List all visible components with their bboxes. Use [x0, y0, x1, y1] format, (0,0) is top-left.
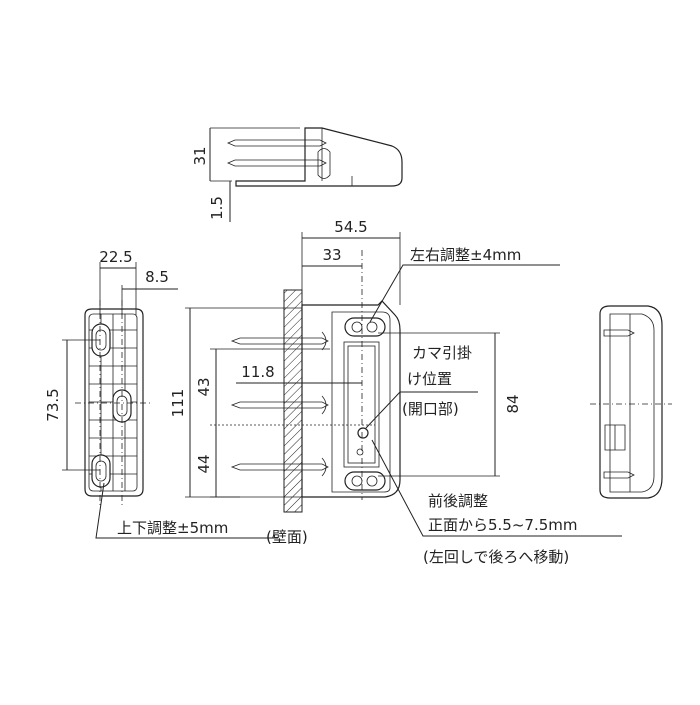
latch-label-1: カマ引掛	[412, 344, 472, 362]
lower-slot	[91, 454, 111, 488]
dim-111-text: 111	[169, 389, 187, 418]
dim-44-text: 44	[195, 454, 213, 473]
top-view: 31 1.5	[191, 127, 403, 222]
latch-leader	[365, 391, 478, 429]
latch-label-3: (開口部)	[402, 400, 459, 418]
top-screw-2	[226, 159, 327, 167]
dim-84-text: 84	[504, 394, 522, 413]
dim-31-text: 31	[191, 146, 209, 165]
depth-label-2: 正面から5.5~7.5mm	[428, 516, 578, 534]
right-view-detail	[604, 424, 626, 451]
dim-43-text: 43	[195, 377, 213, 396]
lateral-adjust-leader	[369, 264, 560, 323]
side-view-body	[301, 300, 401, 498]
vertical-adjust-label: 上下調整±5mm	[117, 519, 228, 537]
dim-73-5-text: 73.5	[44, 388, 62, 421]
top-screw-a	[351, 321, 363, 333]
wall-section	[283, 289, 303, 513]
depth-adjuster	[357, 427, 369, 439]
dim-54-5-text: 54.5	[334, 218, 367, 236]
side-view-plate	[331, 311, 391, 493]
bottom-screw-b	[366, 475, 378, 487]
dim-8-5-text: 8.5	[145, 268, 169, 286]
opening-inner	[347, 345, 376, 464]
dim-33-text: 33	[322, 246, 341, 264]
bottom-adjust-slot	[344, 471, 386, 491]
depth-label-3: (左回しで後ろへ移動)	[423, 548, 569, 566]
right-view-inner	[609, 313, 655, 493]
opening-frame	[343, 341, 380, 468]
side-view: 54.5 33 111 43 44 11.8 84 左右調整±4mm カマ引掛 …	[169, 218, 622, 566]
dim-1-5-text: 1.5	[208, 196, 226, 220]
latch-label-2: け位置	[407, 370, 452, 388]
dim-11-8-text: 11.8	[241, 363, 274, 381]
top-view-body	[235, 127, 403, 187]
dim-22-5-text: 22.5	[99, 248, 132, 266]
side-screws	[230, 331, 329, 477]
vertical-adjust-leader	[95, 482, 278, 539]
top-screw-1	[226, 139, 327, 147]
right-screw-bottom	[603, 471, 635, 479]
right-view	[590, 305, 672, 499]
lateral-adjust-label: 左右調整±4mm	[410, 246, 521, 264]
adjuster-pin	[356, 448, 364, 456]
top-screw-b	[366, 321, 378, 333]
wall-label: (壁面)	[266, 528, 308, 546]
front-view: 22.5 8.5 73.5 上下調整±5mm (壁面)	[44, 248, 308, 546]
lower-slot-inner	[95, 460, 107, 482]
depth-adjust-leader	[371, 439, 622, 537]
right-screw-top	[603, 329, 635, 337]
top-screw-head	[317, 148, 331, 179]
depth-label-1: 前後調整	[428, 492, 488, 510]
